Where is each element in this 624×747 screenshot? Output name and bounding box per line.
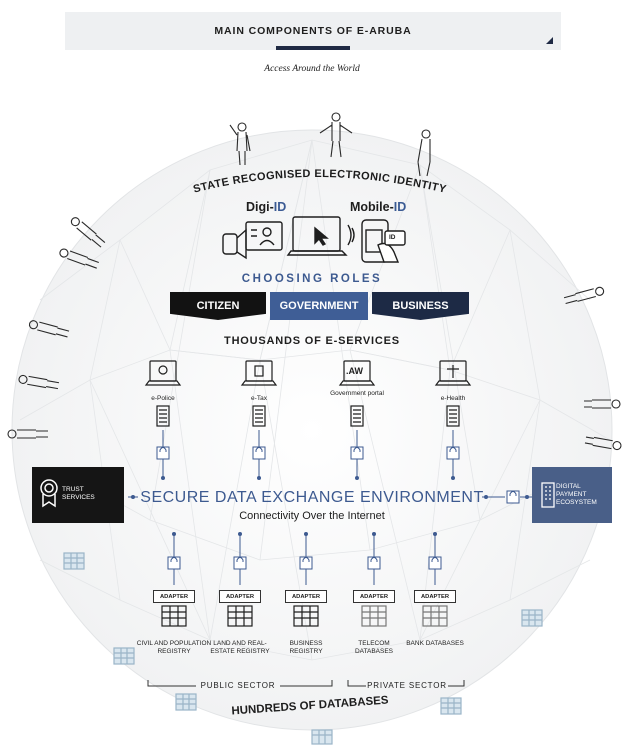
lock-icon — [428, 556, 442, 570]
person-icon — [7, 429, 48, 439]
registry-label-bank: BANK DATABASES — [406, 640, 464, 647]
service-label-e-police: e-Police — [151, 395, 175, 402]
database-icon — [361, 605, 387, 627]
adapter-label: ADAPTER — [153, 590, 195, 603]
database-icon — [175, 693, 197, 711]
lock-icon — [446, 446, 460, 460]
lock-icon — [350, 446, 364, 460]
header-banner — [65, 12, 561, 50]
e-services-heading: THOUSANDS OF E-SERVICES — [224, 335, 400, 347]
laptop-icon — [240, 360, 278, 386]
database-icon — [422, 605, 448, 627]
mobile-phone-icon — [361, 219, 406, 263]
person-icon — [59, 248, 99, 269]
digi-id-label: Digi-ID — [246, 200, 287, 214]
identity-arc: STATE RECOGNISED ELECTRONIC IDENTITY — [192, 168, 447, 196]
server-icon — [156, 405, 170, 427]
lock-icon — [156, 446, 170, 460]
banner-underline — [276, 46, 350, 50]
lock-icon — [299, 556, 313, 570]
database-icon — [521, 609, 543, 627]
database-icon — [227, 605, 253, 627]
registry-label-civil: CIVIL AND POPULATION REGISTRY — [136, 640, 212, 655]
building-icon — [541, 482, 555, 508]
adapter-label: ADAPTER — [219, 590, 261, 603]
database-icon — [113, 647, 135, 665]
private-sector-label: PRIVATE SECTOR — [367, 681, 447, 690]
person-icon — [417, 129, 431, 177]
trust-ribbon-icon — [40, 479, 58, 508]
registry-label-telecom: TELECOM DATABASES — [354, 640, 394, 655]
person-icon — [28, 320, 70, 338]
adapter-label: ADAPTER — [414, 590, 456, 603]
mobile-id-label: Mobile-ID — [350, 200, 407, 214]
person-icon — [229, 122, 251, 166]
service-label-e-tax: e-Tax — [251, 395, 267, 402]
lock-icon — [233, 556, 247, 570]
banner-corner-triangle — [546, 37, 553, 44]
secure-data-exchange-title: SECURE DATA EXCHANGE ENVIRONMENT — [140, 489, 484, 506]
service-label-e-health: e-Health — [440, 395, 466, 402]
lock-icon — [167, 556, 181, 570]
role-business-tab[interactable]: BUSINESS — [372, 292, 469, 320]
person-icon — [18, 374, 60, 390]
service-label-government-portal: Government portal — [330, 390, 384, 397]
connectivity-subtitle: Connectivity Over the Internet — [239, 510, 385, 522]
adapter-label: ADAPTER — [353, 590, 395, 603]
public-sector-label: PUBLIC SECTOR — [200, 681, 276, 690]
laptop-icon — [144, 360, 182, 386]
digital-payment-label: DIGITAL PAYMENT ECOSYSTEM — [556, 483, 597, 506]
lock-icon — [367, 556, 381, 570]
registry-label-land: LAND AND REAL-ESTATE REGISTRY — [210, 640, 270, 655]
person-icon — [319, 112, 353, 158]
laptop-icon — [286, 216, 348, 256]
lock-icon — [506, 490, 520, 504]
laptop-icon — [338, 360, 376, 386]
database-icon — [311, 729, 333, 745]
database-icon — [161, 605, 187, 627]
database-icon — [440, 697, 462, 715]
database-icon — [293, 605, 319, 627]
trust-services-label: TRUST SERVICES — [62, 486, 95, 501]
person-icon — [584, 436, 622, 451]
role-government-tab[interactable]: GOVERNMENT — [270, 292, 368, 320]
lock-icon — [252, 446, 266, 460]
registry-label-business: BUSINESS REGISTRY — [289, 640, 323, 655]
server-icon — [350, 405, 364, 427]
page-title: MAIN COMPONENTS OF E-ARUBA — [214, 25, 412, 37]
person-icon — [563, 286, 605, 305]
card-reader-icon — [222, 221, 283, 260]
page-subtitle: Access Around the World — [264, 64, 360, 74]
person-icon — [584, 399, 621, 409]
adapter-label: ADAPTER — [285, 590, 327, 603]
phone-id-badge: ID — [389, 234, 396, 241]
choosing-roles-heading: CHOOSING ROLES — [241, 273, 383, 285]
server-icon — [446, 405, 460, 427]
server-icon — [252, 405, 266, 427]
database-icon — [63, 552, 85, 570]
laptop-icon — [434, 360, 472, 386]
role-citizen-tab[interactable]: CITIZEN — [170, 292, 266, 320]
person-icon — [70, 217, 106, 248]
contactless-waves-icon — [347, 224, 355, 246]
aw-badge: .AW — [346, 366, 363, 376]
trust-services-box — [32, 467, 124, 523]
